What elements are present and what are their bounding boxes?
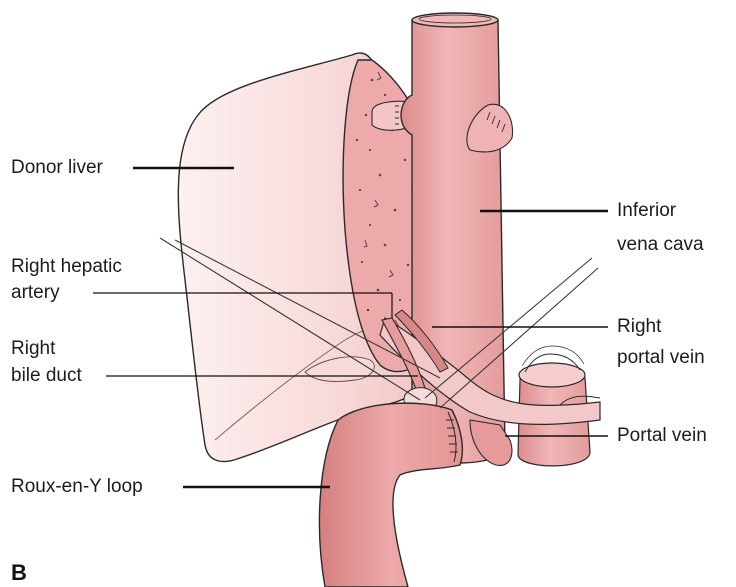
label-right-hepatic-artery-line1: Right hepatic bbox=[11, 255, 122, 279]
label-right-portal-vein-line2: portal vein bbox=[617, 346, 705, 370]
label-donor-liver: Donor liver bbox=[11, 156, 103, 180]
panel-letter: B bbox=[11, 560, 27, 586]
label-inferior-vena-cava-line1: Inferior bbox=[617, 199, 676, 223]
label-right-bile-duct-line2: bile duct bbox=[11, 364, 82, 388]
label-right-portal-vein-line1: Right bbox=[617, 315, 661, 339]
label-right-hepatic-artery-line2: artery bbox=[11, 281, 60, 305]
roux-en-y-loop bbox=[319, 403, 462, 587]
label-roux-en-y-loop: Roux-en-Y loop bbox=[11, 475, 143, 499]
label-portal-vein: Portal vein bbox=[617, 424, 707, 448]
label-right-bile-duct-line1: Right bbox=[11, 337, 55, 361]
label-inferior-vena-cava-line2: vena cava bbox=[617, 233, 704, 257]
